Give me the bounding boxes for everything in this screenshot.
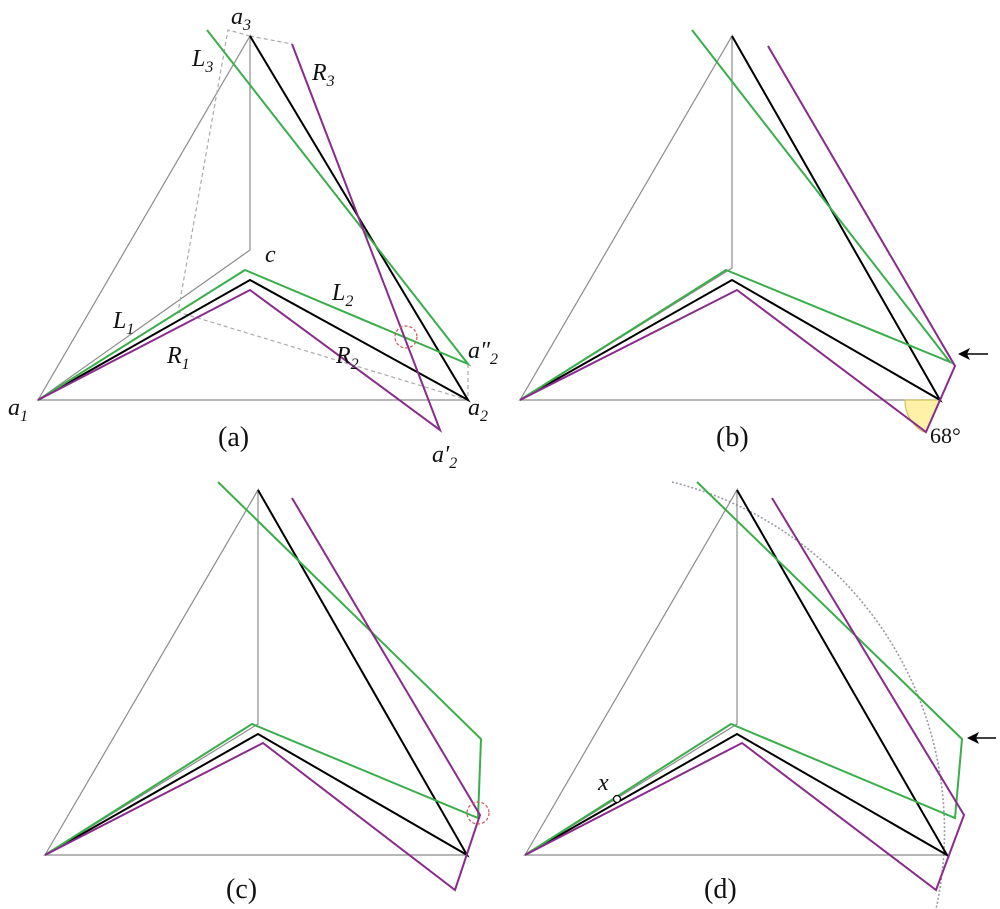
panel-d-point-x-label: x <box>597 770 609 796</box>
label-R1: R1 <box>166 343 190 373</box>
panel-a-black-path <box>37 35 471 403</box>
label-a3: a3 <box>231 4 251 34</box>
label-R3: R3 <box>311 60 335 90</box>
caption-c: (c) <box>226 874 257 905</box>
panel-a-green-path <box>37 29 472 401</box>
panel-c-green-path <box>44 481 483 856</box>
panel-a-highlight-circle <box>394 325 418 349</box>
panel-c-highlight-circle <box>466 801 490 825</box>
label-a1: a1 <box>8 395 28 425</box>
panel-d-black-path <box>524 489 950 858</box>
panel-d-frame <box>522 487 947 856</box>
panel-d-dotted-arc <box>671 481 946 909</box>
panel-b: 68° (b) <box>517 29 988 453</box>
label-a2: a2 <box>468 395 488 425</box>
panel-b-angle-label: 68° <box>930 423 961 448</box>
panel-b-arrow-head <box>958 348 970 360</box>
caption-a: (a) <box>218 422 249 453</box>
caption-d: (d) <box>704 874 737 905</box>
label-L2: L2 <box>331 280 353 310</box>
label-R2: R2 <box>335 343 359 373</box>
label-a2-prime: a′2 <box>432 442 457 472</box>
panel-a-frame <box>36 33 468 401</box>
panel-c: (c) <box>42 481 490 905</box>
panel-c-black-path <box>44 489 470 858</box>
panel-a-construction-top <box>249 35 293 45</box>
panel-c-purple-path <box>44 497 482 892</box>
label-L3: L3 <box>191 46 213 76</box>
panel-b-frame <box>517 33 940 401</box>
panel-b-black-path <box>519 35 943 403</box>
caption-b: (b) <box>716 422 749 453</box>
panel-c-frame <box>42 487 467 856</box>
panel-a-purple-path <box>37 43 443 433</box>
panel-b-purple-path <box>519 45 957 434</box>
panel-b-green-path <box>519 29 954 401</box>
panel-d: x (d) <box>522 481 996 909</box>
label-c: c <box>265 242 276 268</box>
panel-d-green-path <box>524 481 964 856</box>
panel-d-arrow-head <box>967 732 979 744</box>
label-L1: L1 <box>112 308 134 338</box>
panel-d-point-x <box>612 794 622 804</box>
label-a2-dprime: a″2 <box>468 338 498 368</box>
panel-a: a3 L3 R3 c L1 L2 R1 R2 a″2 a1 a2 a′2 (a) <box>8 4 498 472</box>
panel-d-purple-path <box>524 497 966 892</box>
